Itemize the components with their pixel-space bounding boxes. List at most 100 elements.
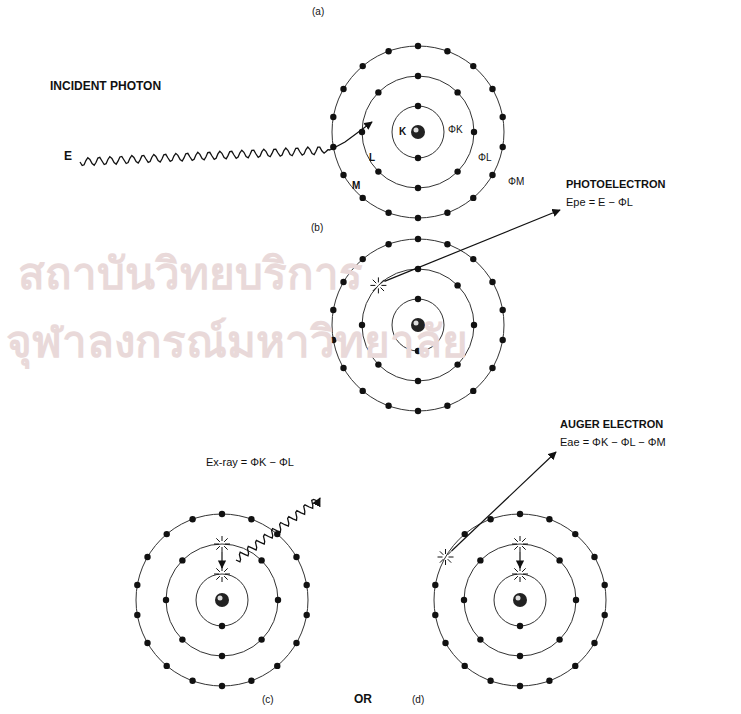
- binding-energy: ΦK: [448, 124, 463, 135]
- watermark: จุฬาลงกรณ์มหาวิทยาลัย: [6, 318, 468, 366]
- nucleus: [411, 125, 425, 139]
- electron-dot: [163, 597, 169, 603]
- shell-ring: [434, 514, 606, 686]
- electron-dot: [375, 89, 381, 95]
- electron-dot: [517, 511, 523, 517]
- electron-dot: [179, 636, 185, 642]
- vacancy-burst: [214, 566, 230, 582]
- atom-c: [134, 511, 310, 689]
- electron-dot: [179, 557, 185, 563]
- panel-label: (c): [262, 694, 274, 705]
- electron-dot: [415, 215, 421, 221]
- electron-dot: [444, 48, 450, 54]
- electron-dot: [471, 129, 477, 135]
- shell-label: L: [369, 152, 375, 163]
- electron-dot: [415, 103, 421, 109]
- electron-dot: [499, 337, 505, 343]
- electron-dot: [330, 114, 336, 120]
- electron-dot: [219, 511, 225, 517]
- electron-dot: [454, 282, 460, 288]
- electron-dot: [258, 557, 264, 563]
- electron-dot: [591, 554, 597, 560]
- shell-ring: [362, 76, 474, 188]
- electron-dot: [442, 640, 448, 646]
- electron-dot: [546, 516, 552, 522]
- energy-equation: Ex-ray = ΦK − ΦL: [206, 456, 294, 468]
- electron-dot: [219, 653, 225, 659]
- electron-dot: [444, 210, 450, 216]
- electron-dot: [360, 63, 366, 69]
- panel-label: (b): [311, 222, 323, 233]
- electron-dot: [489, 279, 495, 285]
- nucleus: [513, 593, 527, 607]
- transition-arrow: [519, 552, 520, 568]
- electron-dot: [415, 378, 421, 384]
- electron-dot: [385, 403, 391, 409]
- electron-dot: [293, 640, 299, 646]
- nucleus-highlight: [414, 128, 419, 133]
- electron-dot: [572, 663, 578, 669]
- electron-dot: [556, 557, 562, 563]
- energy-equation: Epe = E − ΦL: [566, 196, 633, 208]
- electron-dot: [219, 623, 225, 629]
- electron-dot: [489, 172, 495, 178]
- shell-ring: [166, 544, 278, 656]
- vacancy-burst: [214, 536, 230, 552]
- electron-dot: [144, 640, 150, 646]
- shell-label: M: [352, 180, 360, 191]
- electron-dot: [489, 86, 495, 92]
- electron-dot: [415, 73, 421, 79]
- atom-a: [330, 43, 506, 221]
- transition-arrow: [221, 552, 222, 568]
- electron-dot: [303, 582, 309, 588]
- electron-dot: [248, 678, 254, 684]
- nucleus-highlight: [218, 596, 223, 601]
- electron-dot: [487, 678, 493, 684]
- electron-dot: [164, 663, 170, 669]
- electron-dot: [470, 388, 476, 394]
- electron-dot: [360, 388, 366, 394]
- vacancy-burst: [370, 277, 386, 293]
- electron-dot: [470, 256, 476, 262]
- energy-label: E: [64, 150, 72, 163]
- shell-ring: [136, 514, 308, 686]
- electron-dot: [572, 531, 578, 537]
- electron-dot: [477, 636, 483, 642]
- watermark: สถาบันวิทยบริการ: [18, 250, 363, 298]
- photon-path: [330, 122, 372, 150]
- electron-dot: [385, 48, 391, 54]
- electron-dot: [432, 612, 438, 618]
- electron-dot: [385, 210, 391, 216]
- shell-ring: [196, 574, 248, 626]
- shell-ring: [392, 106, 444, 158]
- electron-dot: [432, 582, 438, 588]
- shell-label: K: [399, 126, 406, 137]
- nucleus: [215, 593, 229, 607]
- electron-dot: [487, 516, 493, 522]
- electron-dot: [258, 636, 264, 642]
- binding-energy: ΦL: [478, 152, 492, 163]
- photoelectron-arrow: [384, 210, 560, 281]
- panel-label: (d): [412, 694, 424, 705]
- electron-dot: [546, 678, 552, 684]
- electron-dot: [164, 531, 170, 537]
- electron-dot: [415, 43, 421, 49]
- electron-dot: [454, 168, 460, 174]
- electron-dot: [275, 597, 281, 603]
- electron-dot: [470, 195, 476, 201]
- electron-dot: [340, 172, 346, 178]
- electron-dot: [144, 554, 150, 560]
- electron-dot: [134, 582, 140, 588]
- shell-ring: [464, 544, 576, 656]
- electron-dot: [461, 597, 467, 603]
- electron-dot: [573, 597, 579, 603]
- electron-dot: [415, 236, 421, 242]
- electron-dot: [454, 89, 460, 95]
- electron-dot: [517, 683, 523, 689]
- shell-ring: [494, 574, 546, 626]
- electron-dot: [375, 168, 381, 174]
- vacancy-burst: [512, 536, 528, 552]
- nucleus-highlight: [516, 596, 521, 601]
- electron-dot: [499, 114, 505, 120]
